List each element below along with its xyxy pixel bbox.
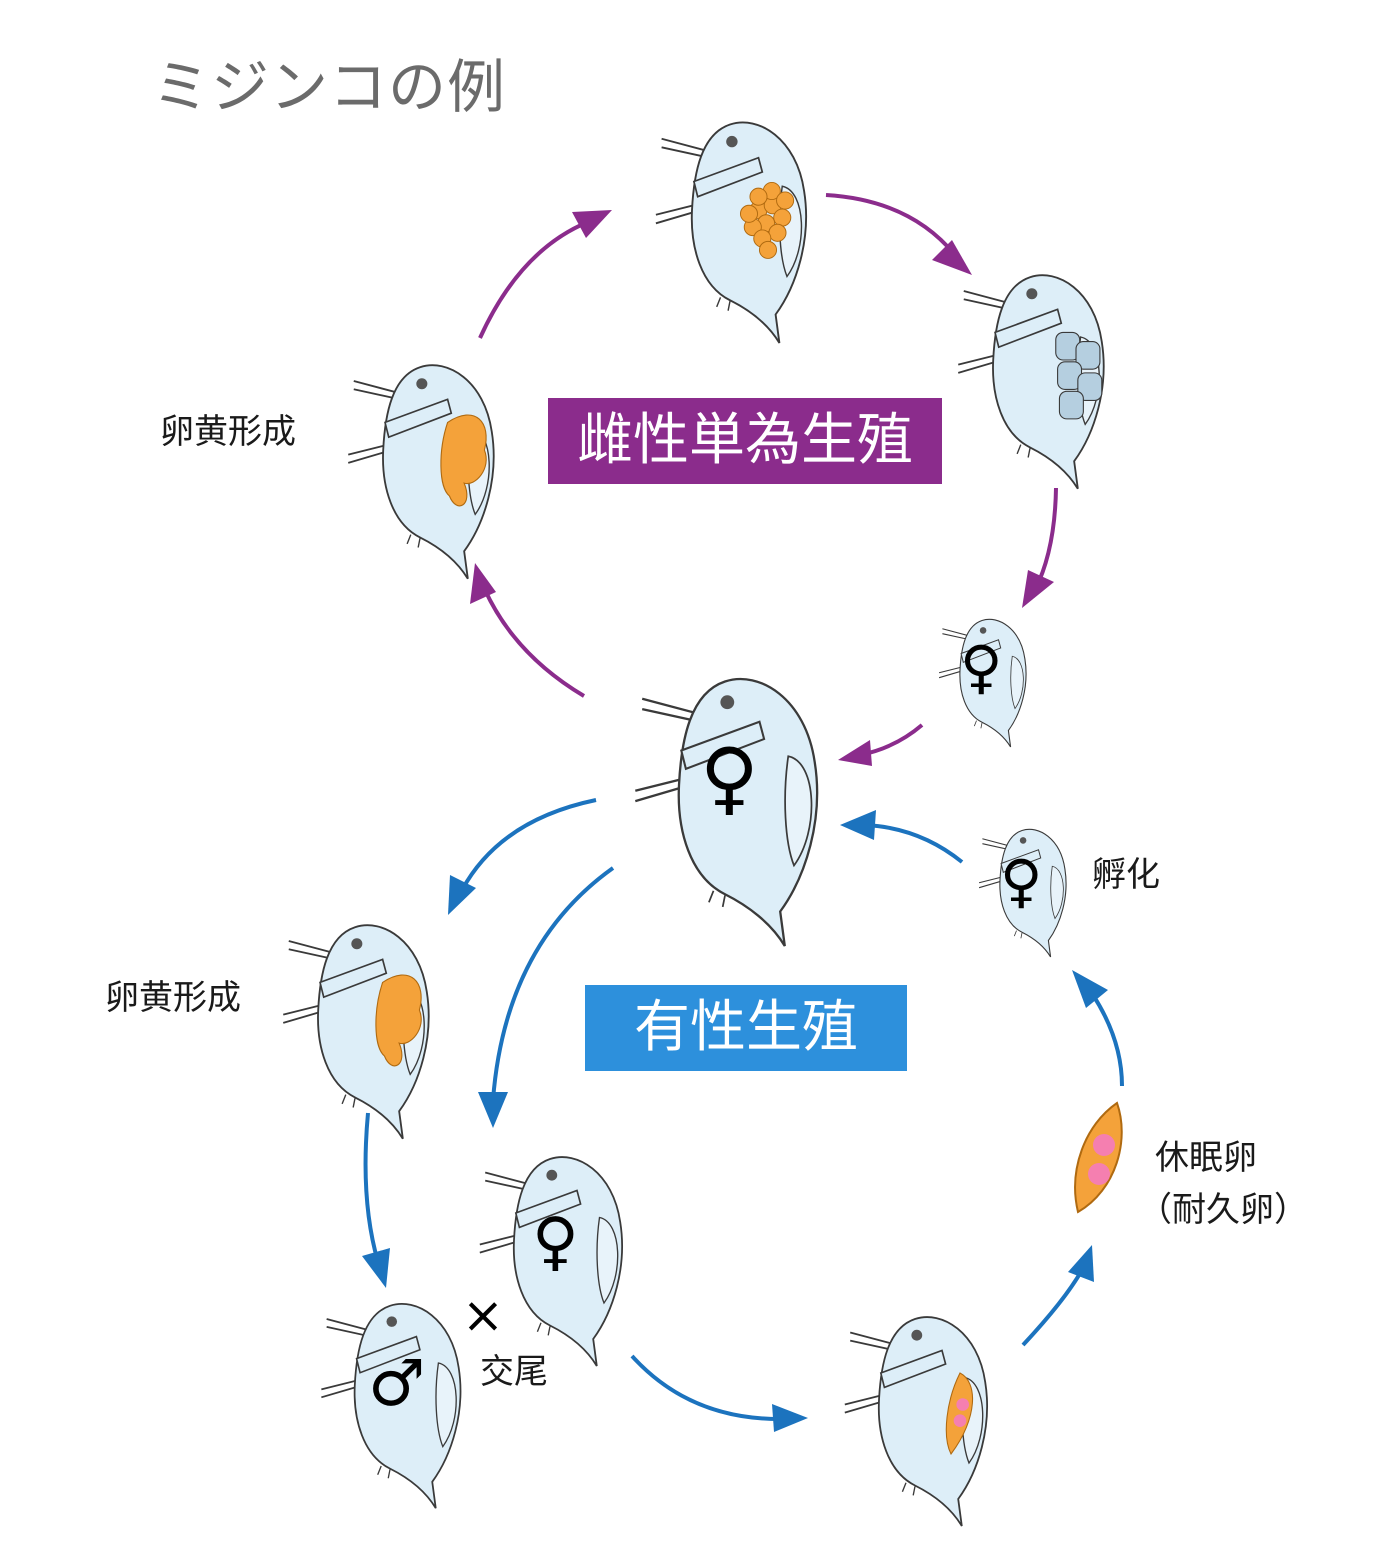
vitellogenesis-label-bottom: 卵黄形成 (105, 978, 241, 1018)
daphnia-ephippium (843, 1316, 988, 1527)
egg-cluster-orange (739, 181, 795, 259)
arrow-b7-head (840, 810, 876, 840)
arrow-b3 (363, 1112, 380, 1263)
diagram-title: ミジンコの例 (152, 53, 507, 121)
arrow-p5 (483, 589, 586, 698)
arrow-p2 (825, 193, 957, 257)
embryos-blue (1055, 331, 1103, 420)
arrow-b1 (460, 798, 597, 891)
arrow-b4 (630, 1354, 783, 1422)
female-symbol-center: ♀ (700, 731, 759, 824)
arrow-p5-head (470, 563, 496, 604)
arrow-b3-head (362, 1248, 390, 1288)
arrow-b5-head (1068, 1245, 1094, 1282)
resting-egg-label: 休眠卵 (1155, 1138, 1257, 1178)
hatching-label: 孵化 (1092, 855, 1160, 895)
arrow-p2-head (932, 240, 972, 275)
arrow-p3-head (1022, 570, 1054, 608)
arrow-p1 (478, 220, 589, 339)
durable-egg-label: （耐久卵） (1138, 1190, 1308, 1230)
daphnia-top (654, 121, 808, 344)
mating-label: 交尾 (480, 1352, 548, 1392)
cross-symbol: × (462, 1286, 504, 1344)
daphnia-vitello-top (347, 364, 495, 580)
arrow-b5 (1021, 1269, 1084, 1347)
yolk-orange-bottom (375, 974, 422, 1067)
arrow-b7 (865, 823, 964, 864)
arrow-p1-head (572, 210, 612, 238)
parthenogenesis-label: 雌性単為生殖 (577, 408, 913, 473)
resting-egg (1074, 1101, 1123, 1214)
banner-purple-bg (548, 398, 942, 484)
arrow-b2 (491, 866, 615, 1101)
banner-blue-bg (585, 985, 907, 1071)
female-symbol-hatch: ♀ (1000, 847, 1043, 915)
arrow-b6-head (1072, 970, 1108, 1008)
daphnia-vitello-bottom (282, 924, 430, 1140)
sexual-arrows (362, 798, 1124, 1432)
arrow-b6 (1091, 993, 1124, 1087)
parthenogenesis-arrows (470, 193, 1058, 766)
sexual-reproduction-label: 有性生殖 (634, 995, 858, 1060)
female-symbol-mate: ♀ (532, 1205, 579, 1279)
female-symbol-small: ♀ (960, 633, 1003, 701)
arrow-b1-head (448, 875, 476, 915)
arrow-p4-head (838, 740, 872, 766)
daphnia-embryos (957, 274, 1105, 490)
yolk-orange-top (440, 414, 487, 507)
ephippium-orange (945, 1372, 974, 1456)
arrow-b2-head (478, 1092, 508, 1128)
arrow-b4-head (772, 1404, 808, 1432)
male-symbol: ♂ (368, 1347, 426, 1421)
vitellogenesis-label-top: 卵黄形成 (160, 412, 296, 452)
